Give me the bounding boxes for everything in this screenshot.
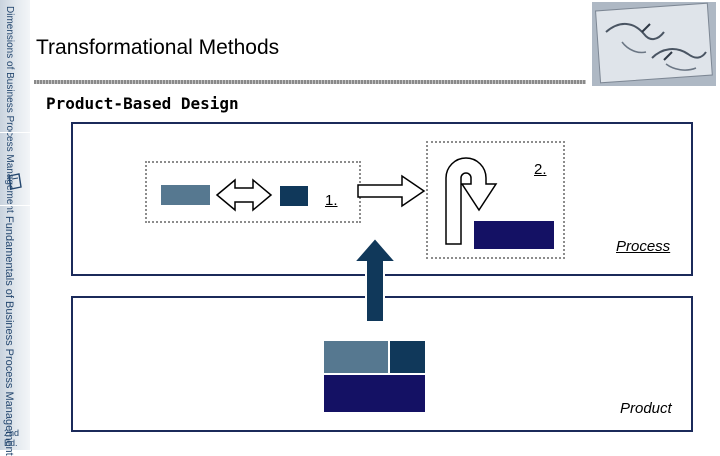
u-turn-arrow-icon — [445, 157, 498, 245]
page-title: Transformational Methods — [36, 36, 280, 59]
product-navy-block — [390, 341, 425, 373]
book-icon — [8, 173, 22, 190]
right-arrow-icon — [357, 174, 426, 208]
hands-drawing-image — [592, 2, 716, 86]
indigo-block — [474, 221, 554, 249]
product-indigo-block — [324, 375, 425, 412]
navy-block — [280, 186, 308, 206]
up-arrow-icon — [351, 236, 399, 323]
process-label: Process — [616, 238, 671, 255]
slate-block — [161, 185, 210, 205]
double-arrow-icon — [215, 178, 273, 212]
section-subtitle: Product-Based Design — [46, 94, 239, 113]
sidebar-divider — [0, 205, 30, 206]
step1-label: 1. — [325, 192, 338, 209]
product-label: Product — [620, 400, 672, 417]
sidebar-divider — [0, 132, 30, 133]
step2-label: 2. — [534, 161, 547, 178]
title-underline — [34, 80, 586, 84]
sidebar-edition: 2nd Ed. — [4, 428, 20, 448]
sidebar: Dimensions of Business Process Managemen… — [0, 0, 30, 456]
product-slate-block — [324, 341, 388, 373]
